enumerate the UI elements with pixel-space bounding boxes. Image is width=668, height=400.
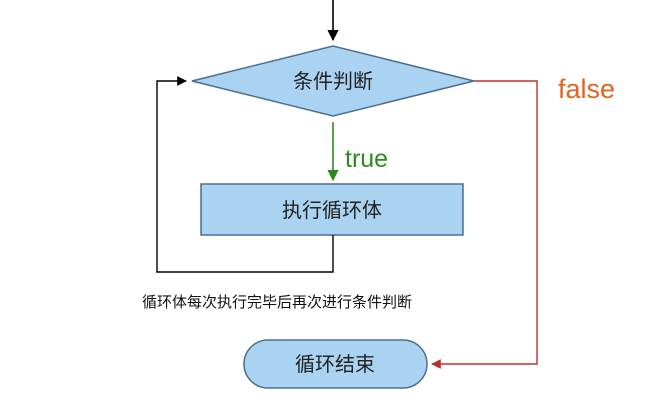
- loop-note: 循环体每次执行完毕后再次进行条件判断: [142, 293, 412, 311]
- loop-body-label: 执行循环体: [282, 198, 382, 222]
- false-arrow: [431, 80, 538, 369]
- condition-label: 条件判断: [293, 69, 373, 93]
- loop-back-arrow: [156, 76, 334, 273]
- true-label: true: [345, 145, 388, 173]
- loop-body-box: [200, 183, 464, 236]
- loop-end-label: 循环结束: [295, 352, 375, 376]
- loop-end-terminator: [243, 339, 428, 389]
- false-label: false: [558, 74, 615, 104]
